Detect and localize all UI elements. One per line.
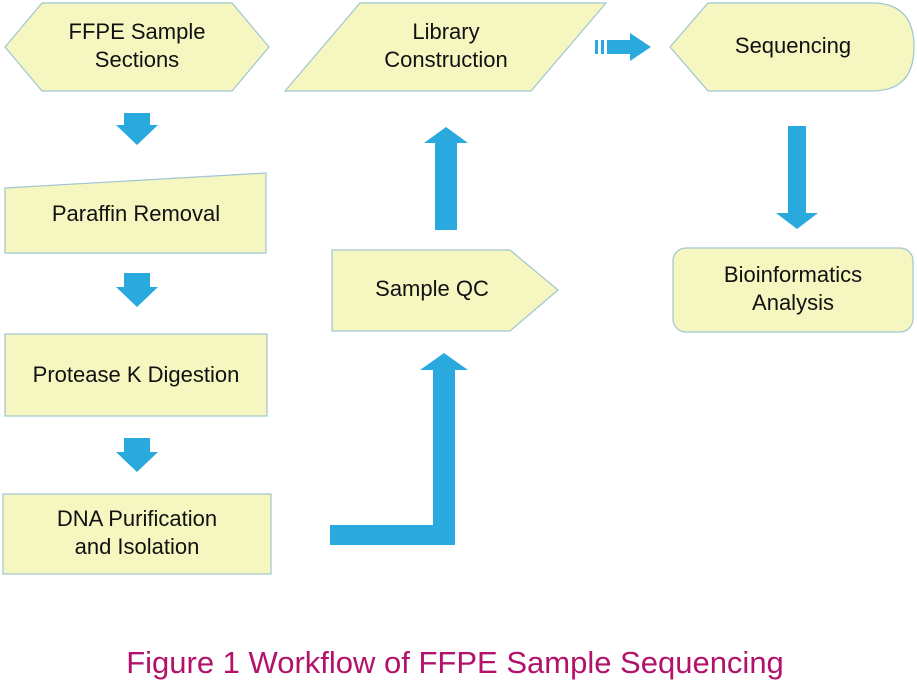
- node-paraffin-removal: Paraffin Removal: [4, 172, 267, 254]
- node-bioinformatics-analysis: Bioinformatics Analysis: [672, 247, 914, 333]
- arrow-up-to-library: [424, 127, 468, 230]
- node-ffpe-sample-sections: FFPE Sample Sections: [4, 2, 270, 92]
- library-construction-line2: Construction: [384, 47, 508, 72]
- node-sample-qc: Sample QC: [331, 249, 559, 332]
- arrow-bent-up-to-sample-qc: [330, 353, 468, 545]
- sequencing-label: Sequencing: [735, 33, 851, 58]
- bioinformatics-line2: Analysis: [752, 290, 834, 315]
- arrow-down-2: [116, 273, 158, 307]
- arrow-down-1: [116, 113, 158, 145]
- bioinformatics-line1: Bioinformatics: [724, 262, 862, 287]
- arrow-striped-right: [595, 33, 651, 61]
- ffpe-sample-sections-line1: FFPE Sample: [69, 19, 206, 44]
- node-sequencing: Sequencing: [669, 2, 915, 92]
- library-construction-line1: Library: [412, 19, 479, 44]
- figure-caption: Figure 1 Workflow of FFPE Sample Sequenc…: [126, 645, 784, 680]
- arrow-down-3: [116, 438, 158, 472]
- node-protease-k-digestion: Protease K Digestion: [4, 333, 268, 417]
- dna-purification-line1: DNA Purification: [57, 506, 217, 531]
- sample-qc-label: Sample QC: [375, 276, 489, 301]
- protease-k-digestion-label: Protease K Digestion: [33, 362, 240, 387]
- node-dna-purification: DNA Purification and Isolation: [2, 493, 272, 575]
- ffpe-sample-sections-line2: Sections: [95, 47, 179, 72]
- arrow-down-to-bioinformatics: [776, 126, 818, 229]
- dna-purification-line2: and Isolation: [75, 534, 200, 559]
- paraffin-removal-label: Paraffin Removal: [52, 201, 220, 226]
- node-library-construction: Library Construction: [283, 2, 608, 92]
